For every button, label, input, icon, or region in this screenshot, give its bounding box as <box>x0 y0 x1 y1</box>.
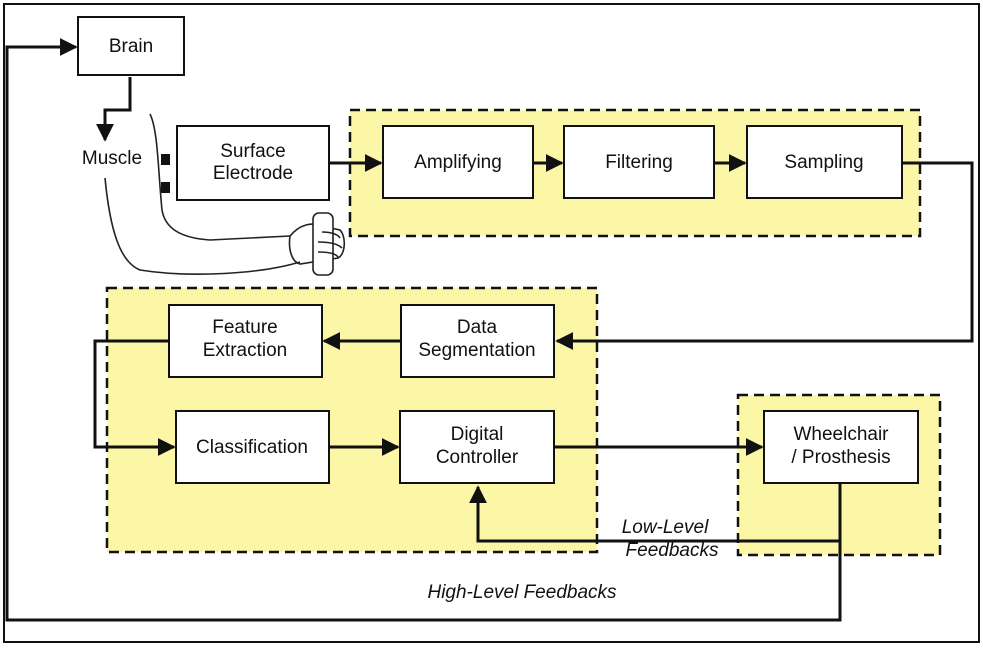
classification-label: Classification <box>196 437 308 458</box>
block-filtering: Filtering <box>563 125 715 199</box>
filtering-label: Filtering <box>605 152 673 173</box>
feature-extraction-label-line1: Feature <box>212 317 277 338</box>
block-feature-extraction: Feature Extraction <box>168 304 323 378</box>
surface-electrode-label-line1: Surface <box>220 141 285 162</box>
digital-controller-label-line1: Digital <box>451 424 504 445</box>
block-brain: Brain <box>77 16 185 76</box>
wheelchair-label-line2: / Prosthesis <box>791 447 890 468</box>
block-amplifying: Amplifying <box>382 125 534 199</box>
surface-electrode-label-line2: Electrode <box>213 163 293 184</box>
outer-frame <box>3 3 980 643</box>
hand <box>288 223 346 265</box>
feature-to-classification-path <box>93 339 176 456</box>
brain-label: Brain <box>109 36 153 57</box>
amplifying-label: Amplifying <box>414 152 502 173</box>
block-wheelchair-prosthesis: Wheelchair / Prosthesis <box>763 410 919 484</box>
block-classification: Classification <box>175 410 330 484</box>
data-segmentation-label-line2: Segmentation <box>418 340 535 361</box>
block-surface-electrode: Surface Electrode <box>176 125 330 201</box>
feature-extraction-label-line2: Extraction <box>203 340 287 361</box>
wheelchair-label-line1: Wheelchair <box>793 424 889 445</box>
block-sampling: Sampling <box>746 125 903 199</box>
digital-controller-label-line2: Controller <box>436 447 519 468</box>
data-segmentation-label-line1: Data <box>457 317 498 338</box>
sampling-to-segmentation-path <box>555 161 974 350</box>
low-level-feedbacks-label-line1: Low-Level <box>622 517 709 538</box>
block-data-segmentation: Data Segmentation <box>400 304 555 378</box>
high-level-feedbacks-label: High-Level Feedbacks <box>427 582 617 603</box>
high-level-feedback-path <box>5 38 842 622</box>
grip-handle <box>312 212 334 276</box>
connectors <box>5 38 974 622</box>
muscle-label: Muscle <box>82 148 142 169</box>
arm-illustration <box>104 113 346 276</box>
sampling-label: Sampling <box>784 152 863 173</box>
electrode-contact-bottom <box>161 182 170 193</box>
block-digital-controller: Digital Controller <box>399 410 555 484</box>
low-level-feedbacks-label-line2: Feedbacks <box>626 540 719 561</box>
low-level-feedback-path <box>469 483 842 543</box>
electrode-contact-top <box>161 154 170 165</box>
brain-to-muscle-path <box>96 77 132 142</box>
